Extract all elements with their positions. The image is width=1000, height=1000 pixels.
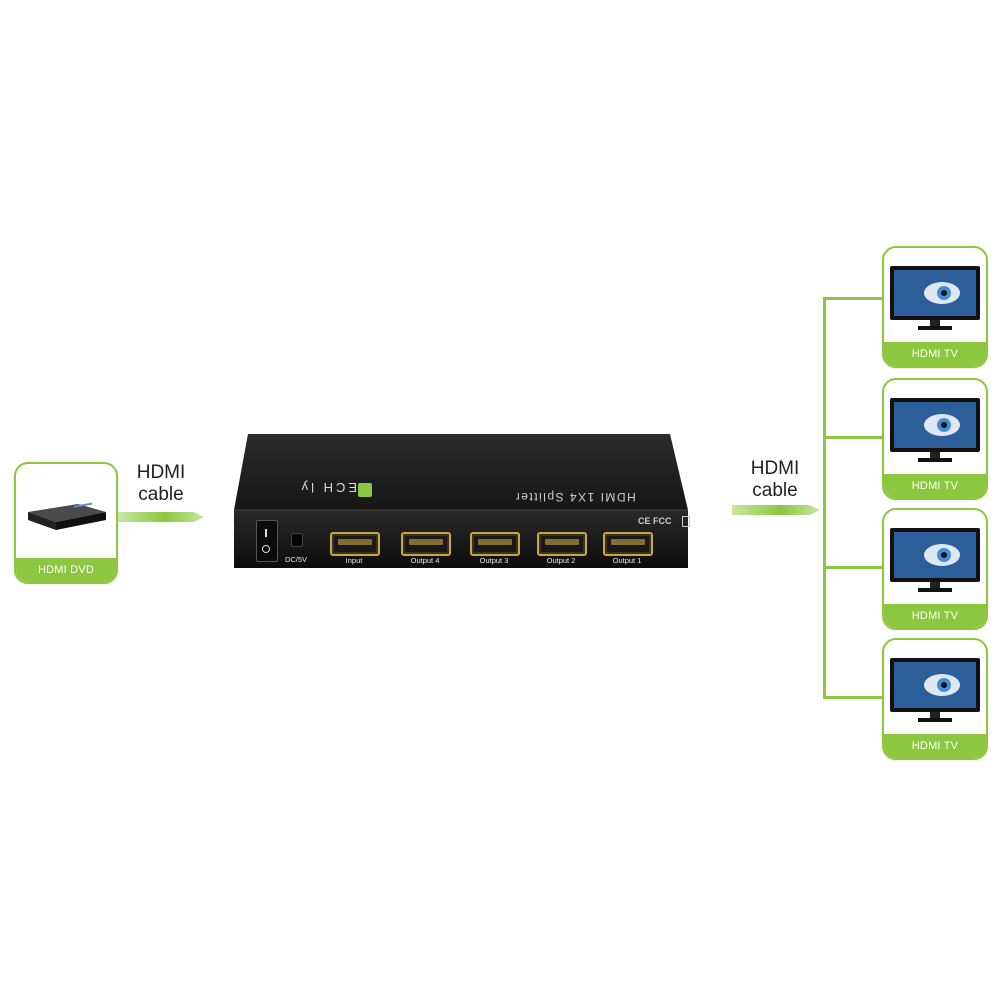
dvd-player-icon [28, 502, 106, 530]
brand-logo: TECH ly [248, 478, 368, 496]
output-cable-label: HDMI cable [740, 458, 810, 502]
port-label-output-1: Output 1 [612, 556, 642, 565]
tv-card-3: HDMI TV [882, 508, 988, 630]
dc-power-label: DC/5V [284, 555, 308, 564]
input-cable-line2: cable [138, 484, 184, 505]
tv-icon [890, 398, 980, 462]
tv-caption-3: HDMI TV [884, 604, 986, 628]
hdmi-port-output-1[interactable] [603, 532, 653, 556]
output-tree-branch-4 [823, 696, 883, 699]
dc-power-jack[interactable] [291, 533, 303, 547]
output-tree-branch-1 [823, 297, 883, 300]
output-cable-line2: cable [752, 480, 798, 501]
source-device-card: HDMI DVD [14, 462, 118, 584]
tv-icon [890, 266, 980, 330]
output-tree-trunk [823, 298, 826, 698]
tv-card-1: HDMI TV [882, 246, 988, 368]
input-cable-arrow [118, 512, 204, 522]
output-tree-branch-3 [823, 566, 883, 569]
port-label-output-2: Output 2 [546, 556, 576, 565]
switch-on-icon [265, 529, 267, 537]
port-label-output-4: Output 4 [410, 556, 440, 565]
output-cable-line1: HDMI [750, 458, 800, 479]
hdmi-port-output-2[interactable] [537, 532, 587, 556]
power-switch[interactable] [256, 520, 278, 562]
tv-icon [890, 528, 980, 592]
output-tree-branch-2 [823, 436, 883, 439]
hdmi-port-output-4[interactable] [401, 532, 451, 556]
tv-icon [890, 658, 980, 722]
splitter-device: TECH ly HDMI 1X4 Splitter CE FCC DC/5V I… [230, 428, 700, 572]
model-label: HDMI 1X4 Splitter [514, 490, 636, 504]
port-label-input: Input [345, 556, 363, 565]
switch-off-icon [262, 545, 270, 553]
tv-caption-1: HDMI TV [884, 342, 986, 366]
source-device-caption: HDMI DVD [16, 558, 116, 582]
weee-bin-icon [682, 516, 690, 527]
tv-caption-2: HDMI TV [884, 474, 986, 498]
brand-badge-icon [358, 483, 372, 497]
tv-caption-4: HDMI TV [884, 734, 986, 758]
input-cable-line1: HDMI [136, 462, 186, 483]
tv-card-4: HDMI TV [882, 638, 988, 760]
certification-marks: CE FCC [638, 516, 672, 526]
hdmi-port-input[interactable] [330, 532, 380, 556]
tv-card-2: HDMI TV [882, 378, 988, 500]
input-cable-label: HDMI cable [126, 462, 196, 506]
port-label-output-3: Output 3 [479, 556, 509, 565]
output-cable-arrow [732, 505, 820, 515]
hdmi-port-output-3[interactable] [470, 532, 520, 556]
